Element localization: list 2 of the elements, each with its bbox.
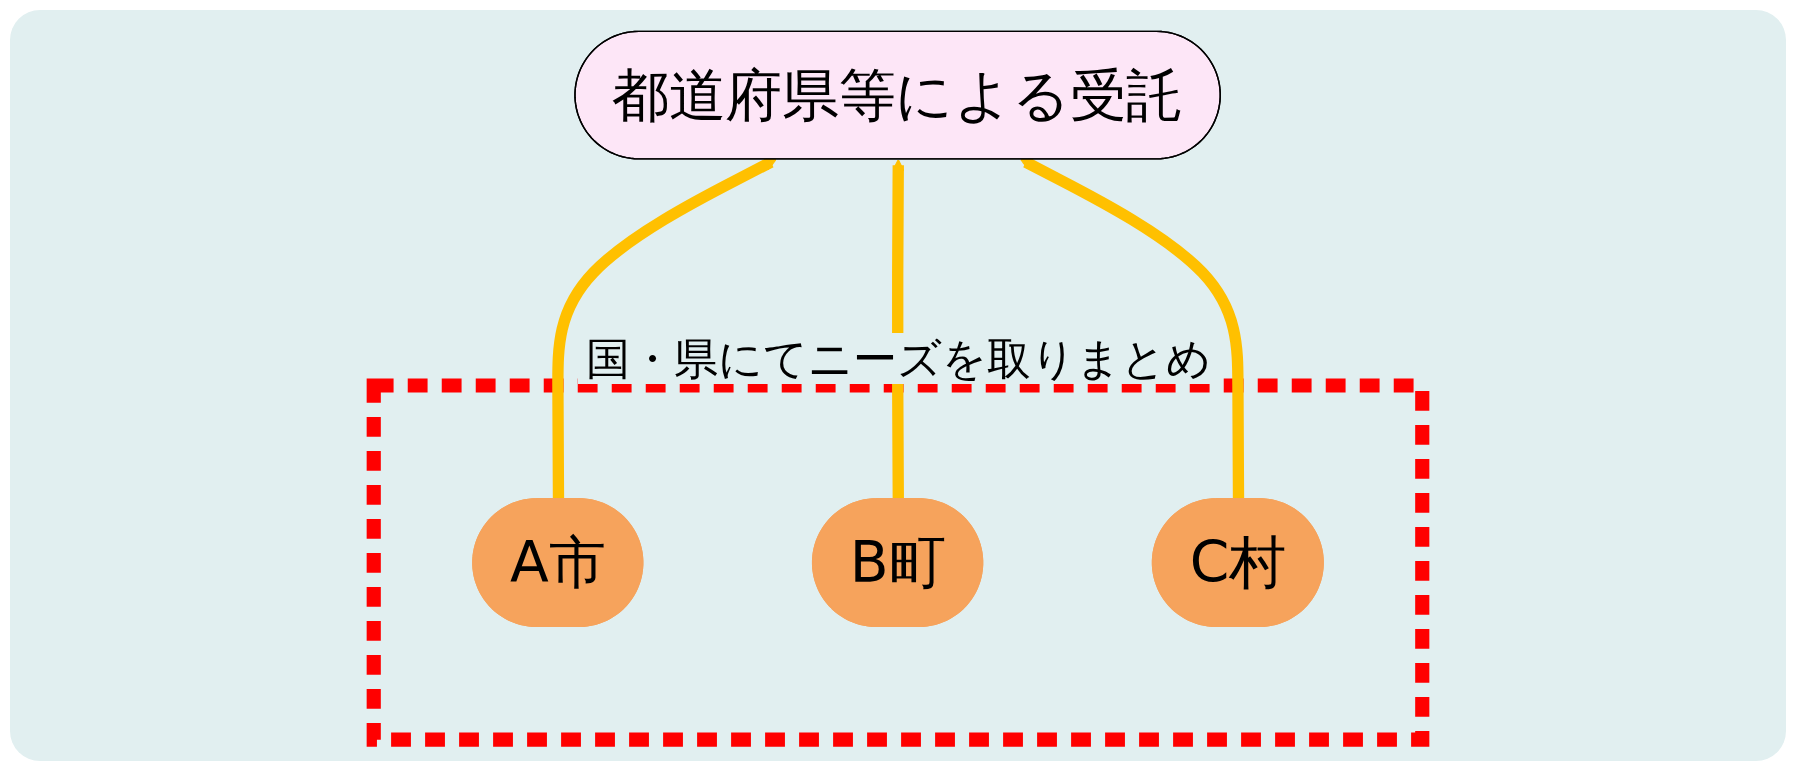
arrow <box>1020 157 1245 500</box>
arrow <box>552 157 777 500</box>
